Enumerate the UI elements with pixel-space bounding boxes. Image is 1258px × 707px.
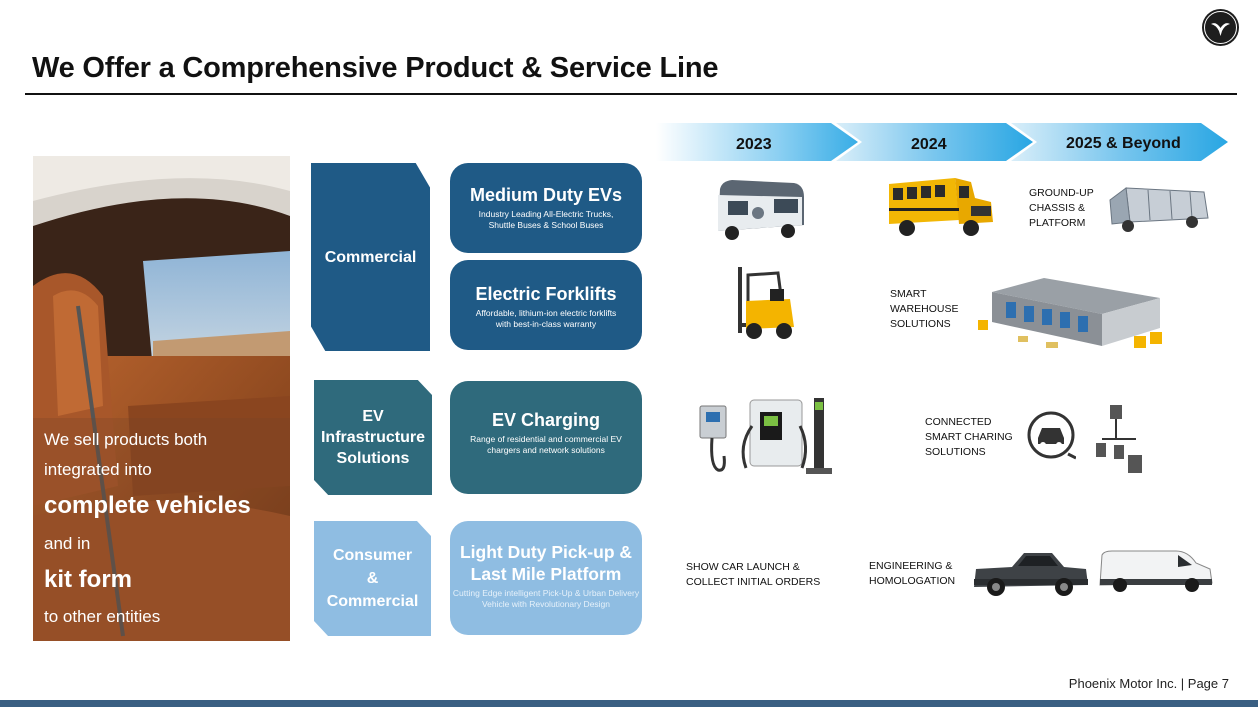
caption-line: HOMOLOGATION xyxy=(869,575,956,587)
caption-line: SHOW CAR LAUNCH & xyxy=(686,561,800,573)
phoenix-logo-icon xyxy=(1202,9,1239,46)
caption-engineering: ENGINEERING & HOMOLOGATION xyxy=(869,559,955,589)
forklift-image xyxy=(734,263,798,343)
photo-line-4: and in xyxy=(44,534,91,553)
delivery-van-image xyxy=(1098,549,1214,595)
photo-line-complete-vehicles: complete vehicles xyxy=(44,492,251,519)
caption-line: ENGINEERING & xyxy=(869,560,953,572)
timeline-year-2023: 2023 xyxy=(736,136,772,153)
caption-line: SOLUTIONS xyxy=(890,318,951,330)
caption-line: GROUND-UP xyxy=(1029,187,1094,199)
network-nodes-icon xyxy=(1096,405,1144,475)
photo-line-2: integrated into xyxy=(44,460,152,479)
product-title: Electric Forklifts xyxy=(475,284,617,304)
category-consumer-commercial: Consumer & Commercial xyxy=(314,521,431,636)
product-title: Light Duty Pick-up & Last Mile Platform xyxy=(459,542,633,584)
caption-line: WAREHOUSE xyxy=(890,303,959,315)
category-label-line: EV xyxy=(362,408,384,425)
caption-connected: CONNECTED SMART CHARING SOLUTIONS xyxy=(925,415,1013,460)
ev-chargers-image xyxy=(698,396,838,478)
product-description: Affordable, lithium-ion electric forklif… xyxy=(475,308,617,329)
product-medium-duty-evs: Medium Duty EVs Industry Leading All-Ele… xyxy=(450,163,642,253)
interior-photo: We sell products both integrated into co… xyxy=(33,156,290,641)
connected-car-icon xyxy=(1026,402,1076,468)
page-footer: Phoenix Motor Inc. | Page 7 xyxy=(1068,676,1229,691)
timeline-year-2025-beyond: 2025 & Beyond xyxy=(1066,135,1181,152)
caption-line: SMART CHARING xyxy=(925,431,1013,443)
caption-line: CHASSIS & xyxy=(1029,202,1086,214)
photo-line-kit-form: kit form xyxy=(44,566,133,593)
product-title: EV Charging xyxy=(491,410,600,430)
timeline-arrow-2024 xyxy=(836,123,1033,161)
school-bus-image xyxy=(885,172,997,240)
product-description: Industry Leading All-Electric Trucks, Sh… xyxy=(478,209,614,230)
caption-line: CONNECTED xyxy=(925,416,992,428)
caption-show-car: SHOW CAR LAUNCH & COLLECT INITIAL ORDERS xyxy=(686,560,820,590)
category-commercial: Commercial xyxy=(311,163,430,351)
chassis-platform-image xyxy=(1108,182,1210,234)
photo-text-overlay: We sell products both integrated into co… xyxy=(33,418,290,641)
category-label-line: Consumer xyxy=(332,547,413,564)
category-label-line: Infrastructure xyxy=(320,429,426,446)
photo-line-1: We sell products both xyxy=(44,430,208,449)
product-light-duty-pickup: Light Duty Pick-up & Last Mile Platform … xyxy=(450,521,642,635)
pickup-truck-image xyxy=(972,547,1090,599)
product-description: Range of residential and commercial EV c… xyxy=(470,434,622,455)
category-label-line: & xyxy=(366,570,379,587)
photo-line-6: to other entities xyxy=(44,607,161,626)
category-label: Commercial xyxy=(324,248,417,266)
category-label-line: Solutions xyxy=(336,450,410,467)
timeline: 2023 2024 2025 & Beyond xyxy=(656,123,1236,161)
timeline-arrow-2025 xyxy=(1011,123,1228,161)
caption-line: SOLUTIONS xyxy=(925,446,986,458)
category-label-line: Commercial xyxy=(326,593,419,610)
caption-warehouse: SMART WAREHOUSE SOLUTIONS xyxy=(890,287,958,332)
category-ev-infrastructure: EV Infrastructure Solutions xyxy=(314,380,432,495)
product-ev-charging: EV Charging Range of residential and com… xyxy=(450,381,642,494)
warehouse-image xyxy=(974,276,1170,354)
caption-line: SMART xyxy=(890,288,927,300)
caption-line: PLATFORM xyxy=(1029,217,1086,229)
page-title: We Offer a Comprehensive Product & Servi… xyxy=(32,52,719,84)
product-description: Cutting Edge intelligent Pick-Up & Urban… xyxy=(452,588,640,609)
shuttle-bus-image xyxy=(714,175,806,243)
timeline-arrow-2023 xyxy=(656,123,858,161)
caption-line: COLLECT INITIAL ORDERS xyxy=(686,576,821,588)
footer-bar xyxy=(0,700,1258,707)
caption-ground-up: GROUND-UP CHASSIS & PLATFORM xyxy=(1029,186,1094,231)
product-electric-forklifts: Electric Forklifts Affordable, lithium-i… xyxy=(450,260,642,350)
timeline-year-2024: 2024 xyxy=(911,136,947,153)
product-title: Medium Duty EVs xyxy=(469,185,623,205)
title-divider xyxy=(25,93,1237,95)
